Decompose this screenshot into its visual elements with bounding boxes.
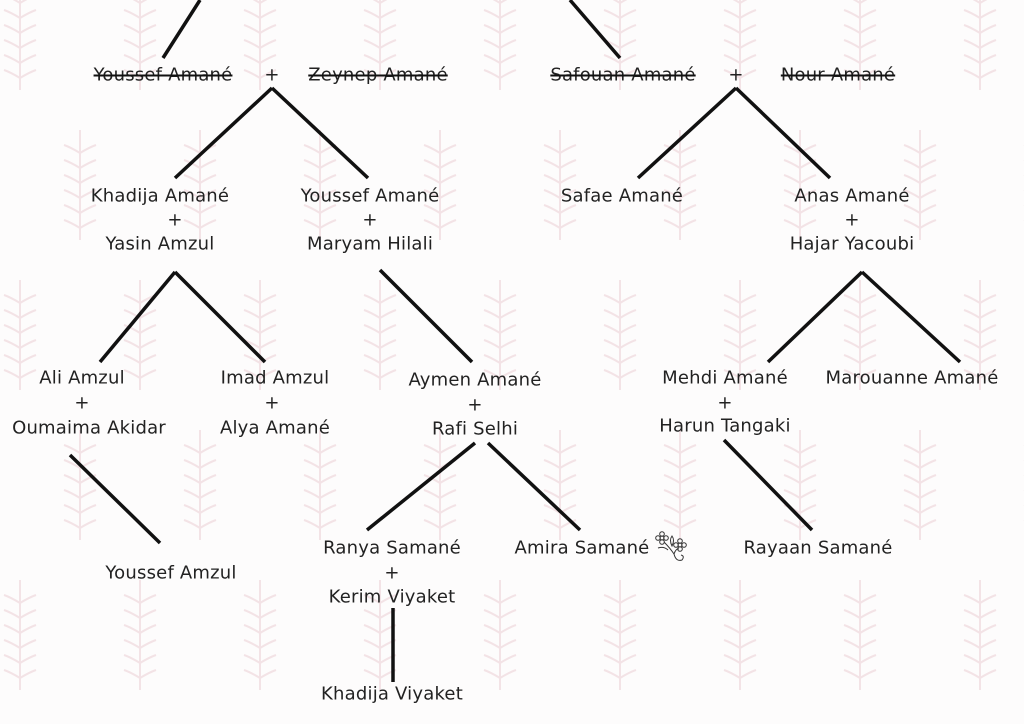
fern-icon [243, 580, 277, 690]
person-rayaan-samane: Rayaan Samané [743, 537, 893, 559]
fern-icon [603, 0, 637, 90]
fern-icon [3, 280, 37, 390]
union-plus: + [844, 209, 860, 231]
fern-icon [183, 430, 217, 540]
union-plus: + [717, 392, 733, 414]
person-aymen-amane: Aymen Amané [408, 369, 542, 391]
union-plus: + [264, 392, 280, 414]
person-anas-amane: Anas Amané [794, 185, 910, 207]
fern-icon [963, 280, 997, 390]
connector [722, 438, 814, 532]
fern-icon [123, 280, 157, 390]
connector [860, 270, 962, 364]
connector [98, 270, 177, 364]
fern-icon [243, 0, 277, 90]
connector [270, 86, 370, 180]
fern-icon [483, 0, 517, 90]
connector [173, 86, 274, 180]
fern-icon [243, 280, 277, 390]
fern-icon [63, 430, 97, 540]
connector [173, 270, 267, 364]
person-alya-amane: Alya Amané [219, 417, 331, 439]
fern-icon [663, 430, 697, 540]
union-plus: + [467, 394, 483, 416]
fern-icon [843, 0, 877, 90]
fern-icon [303, 130, 337, 240]
fern-icon [363, 580, 397, 690]
connector [365, 441, 477, 532]
union-plus: + [167, 209, 183, 231]
fern-icon [483, 580, 517, 690]
connector [68, 453, 162, 545]
fern-icon [3, 580, 37, 690]
fern-icon [363, 0, 397, 90]
fern-icon [123, 580, 157, 690]
fern-icon [783, 130, 817, 240]
fern-icon [3, 0, 37, 90]
person-mehdi-amane: Mehdi Amané [662, 367, 788, 389]
person-kerim-viyaket: Kerim Viyaket [328, 586, 456, 608]
person-khadija-viyaket: Khadija Viyaket [321, 683, 463, 705]
fern-icon [423, 130, 457, 240]
fern-icon [723, 580, 757, 690]
union-plus: + [728, 64, 744, 86]
person-marouanne-amane: Marouanne Amané [825, 367, 999, 389]
fern-icon [903, 130, 937, 240]
person-imad-amzul: Imad Amzul [220, 367, 330, 389]
connector [766, 270, 864, 364]
person-youssef-amane-deceased: Youssef Amané [93, 64, 233, 86]
fern-icon [603, 580, 637, 690]
person-khadija-amane: Khadija Amané [90, 185, 230, 207]
person-amira-samane: Amira Samané [514, 537, 650, 559]
union-plus: + [362, 209, 378, 231]
person-youssef-amane: Youssef Amané [300, 185, 440, 207]
connector [161, 0, 202, 59]
fern-icon [543, 430, 577, 540]
connector [636, 86, 738, 180]
connector [486, 441, 582, 532]
person-ranya-samane: Ranya Samané [323, 537, 461, 559]
fern-icon [723, 0, 757, 90]
fern-icon [543, 130, 577, 240]
fern-icon [63, 130, 97, 240]
connector [568, 0, 622, 60]
union-plus: + [384, 562, 400, 584]
connector [734, 86, 832, 180]
person-harun-tangaki: Harun Tangaki [659, 415, 791, 437]
person-hajar-yacoubi: Hajar Yacoubi [789, 233, 915, 255]
fern-icon [483, 280, 517, 390]
fern-icon [603, 280, 637, 390]
person-youssef-amzul: Youssef Amzul [105, 562, 237, 584]
person-oumaima-akidar: Oumaima Akidar [12, 417, 166, 439]
person-maryam-hilali: Maryam Hilali [306, 233, 434, 255]
fern-icon [963, 580, 997, 690]
connector [378, 268, 474, 364]
person-safouan-amane-deceased: Safouan Amané [550, 64, 696, 86]
person-yasin-amzul: Yasin Amzul [105, 233, 215, 255]
flower-icon [655, 531, 687, 561]
fern-icon [843, 580, 877, 690]
union-plus: + [264, 64, 280, 86]
fern-icon [783, 430, 817, 540]
fern-icon [963, 0, 997, 90]
fern-icon [843, 280, 877, 390]
person-rafi-selhi: Rafi Selhi [431, 418, 519, 440]
fern-icon [303, 430, 337, 540]
union-plus: + [74, 392, 90, 414]
person-zeynep-amane-deceased: Zeynep Amané [308, 64, 448, 86]
fern-icon [363, 280, 397, 390]
fern-icon [723, 280, 757, 390]
person-nour-amane-deceased: Nour Amané [780, 64, 896, 86]
person-ali-amzul: Ali Amzul [39, 367, 125, 389]
person-safae-amane: Safae Amané [560, 185, 684, 207]
fern-icon [123, 0, 157, 90]
fern-icon [903, 430, 937, 540]
